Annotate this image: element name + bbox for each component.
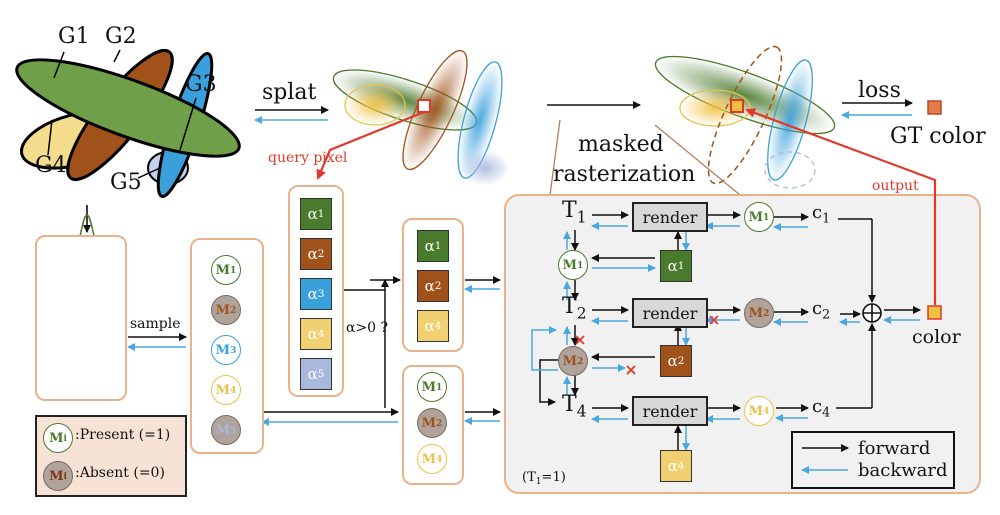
label-query-pixel: query pixel [268,150,348,166]
legend-forward-label: forward [858,438,931,459]
raster-t-label: T4 [562,392,587,421]
distribution-box [35,235,127,401]
label-color: color [912,326,961,348]
raster-flow [531,211,942,451]
legend-absent-label: :Absent (=0) [75,465,165,481]
label-g1: G1 [58,24,90,49]
raster-t-label: T2 [562,294,587,323]
raster-c-label: c2 [812,298,831,322]
label-splat: splat [262,80,317,105]
masked-image [654,45,836,189]
raster-c-label: c1 [812,202,831,226]
raster-c-label: c4 [812,396,831,420]
legend-backward-label: backward [858,460,948,481]
raster-t-label: T1 [562,198,587,227]
render-box: render [632,202,708,232]
label-t1-note: (T1=1) [522,470,566,488]
gt-color-swatch [927,100,942,115]
gaussian-g1 [15,58,241,158]
legend-present-label: :Present (=1) [75,427,171,443]
label-loss: loss [858,78,901,103]
render-box: render [632,396,708,426]
splatted-image [332,49,510,186]
label-sample: sample [130,316,181,332]
label-g3: G3 [185,72,217,97]
label-gt-color: GT color [890,124,986,149]
label-g5: G5 [110,170,142,195]
label-rasterization: rasterization [553,162,696,187]
label-alpha-threshold: α>0 ? [346,320,389,336]
label-g2: G2 [105,24,137,49]
label-g4: G4 [35,153,67,178]
render-box: render [632,298,708,328]
label-output: output [872,178,919,194]
label-masked: masked [578,132,664,157]
